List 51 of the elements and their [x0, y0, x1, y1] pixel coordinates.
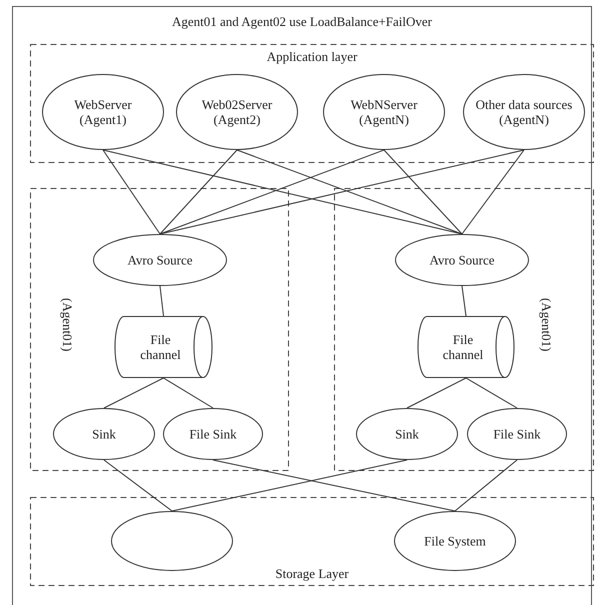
- connector-line: [466, 378, 518, 408]
- connector-line: [462, 150, 524, 234]
- ellipse-node: [395, 234, 529, 286]
- node-label: File System: [423, 534, 487, 548]
- group-title: Application layer: [266, 49, 358, 64]
- node-label: Sink: [394, 426, 420, 442]
- ellipse-node: [176, 74, 298, 150]
- ellipse-node: [111, 511, 233, 571]
- connector-line: [160, 150, 238, 234]
- connector-line: [384, 150, 462, 234]
- connector-line: [163, 378, 214, 408]
- connector-line: [104, 460, 172, 512]
- node-label: File Sink: [492, 426, 542, 442]
- ellipse-node: [323, 74, 445, 150]
- channel-cylinder: [418, 316, 514, 378]
- connector-line: [406, 378, 466, 408]
- ellipse-node: [42, 74, 164, 150]
- group-title: (Agent01): [539, 298, 554, 352]
- node-label: File channel: [139, 332, 182, 362]
- ellipse-node: [394, 511, 516, 571]
- node-label: File Sink: [188, 426, 238, 442]
- group-title: (Agent01): [60, 298, 75, 352]
- ellipse-node: [463, 74, 585, 150]
- connector-line: [462, 286, 466, 316]
- connector-line: [160, 150, 524, 234]
- connector-line: [102, 150, 160, 234]
- connector-line: [104, 378, 164, 408]
- diagram-title: Agent01 and Agent02 use LoadBalance+FailOver: [170, 14, 434, 30]
- connector-line: [236, 150, 462, 234]
- dashed-group-frame: [334, 188, 594, 471]
- node-label: File channel: [442, 332, 484, 362]
- connector-line: [160, 150, 384, 234]
- ellipse-node: [93, 234, 227, 286]
- group-title: Storage Layer: [274, 566, 350, 581]
- node-label: Web02Server (Agent2): [200, 97, 274, 127]
- ellipse-node: [356, 408, 458, 460]
- ellipse-node: [53, 408, 155, 460]
- node-label: Avro Source: [428, 252, 496, 268]
- dashed-group-frame: [30, 188, 289, 471]
- connector-line: [102, 150, 462, 234]
- dashed-group-frame: [30, 44, 594, 163]
- node-label: WebNServer (AgentN): [350, 97, 418, 127]
- dashed-group-frame: [30, 497, 594, 586]
- ellipse-node: [163, 408, 263, 460]
- ellipse-node: [467, 408, 567, 460]
- node-label: Other data sources (AgentN): [474, 97, 574, 127]
- node-label: Avro Source: [126, 252, 194, 268]
- node-label: Sink: [91, 426, 117, 442]
- connector-line: [160, 286, 164, 316]
- node-label: WebServer (Agent1): [73, 97, 133, 127]
- channel-cylinder: [115, 316, 212, 378]
